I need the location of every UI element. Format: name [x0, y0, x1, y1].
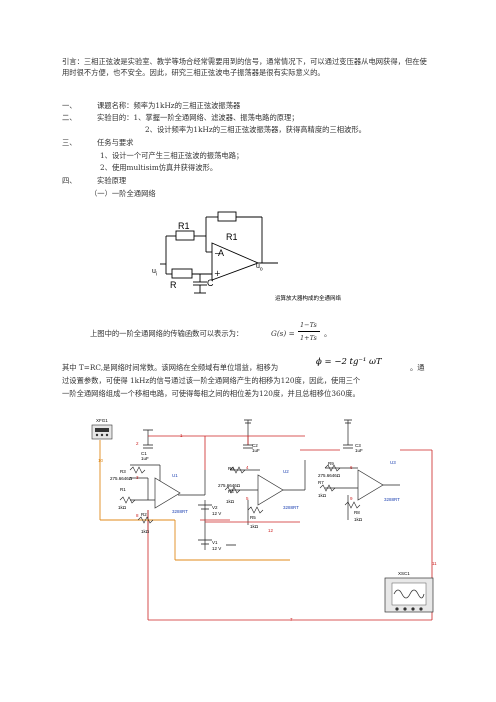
svg-text:−: −: [214, 249, 221, 258]
net-11: 11: [432, 561, 437, 566]
c2-value: 1uF: [252, 448, 260, 453]
label-r1-input: R1: [178, 221, 190, 231]
u3-label: U3: [390, 460, 396, 465]
section-heading-allpass: （一）一阶全通网络: [90, 189, 156, 198]
v1-value: 12 V: [212, 546, 222, 551]
c1-value: 1uF: [141, 456, 149, 461]
r9-label: R9: [328, 461, 334, 466]
r8-value: 1kΩ: [354, 517, 363, 522]
u1-part: 3288RT: [172, 509, 188, 514]
label-amp: A: [218, 248, 225, 258]
u3-part: 3288RT: [384, 497, 400, 502]
item-text-5: 1、设计一个可产生三相正弦波的振荡电路；: [100, 151, 244, 160]
r2-label: R2: [141, 512, 147, 517]
r4-value: 1kΩ: [226, 499, 235, 504]
r4-label: R4: [228, 489, 234, 494]
net-6: 6: [350, 465, 353, 470]
fraction-bar: [298, 331, 320, 332]
net-1: 1: [180, 433, 183, 438]
label-uo: uo: [256, 263, 263, 273]
svg-text:+: +: [214, 269, 221, 278]
net-9: 9: [350, 496, 353, 501]
r3-value: 275.6646Ω: [110, 476, 133, 481]
item-num-4: 三、: [62, 138, 77, 147]
intro-paragraph: 引言：三相正弦波是实验室、教学等场合经常需要用到的信号，通常情况下，可以通过变压…: [62, 57, 427, 77]
phase-line2: 过设置参数，可使得 1kHz的信号通过该一阶全通网络产生的相移为120度，因此，…: [62, 376, 361, 385]
item-text-3: 2、设计频率为1kHz的三相正弦波振荡器，获得高精度的三相波形。: [145, 125, 366, 134]
item-num-1: 一、: [62, 101, 77, 110]
r2-value: 1kΩ: [141, 529, 150, 534]
phase-line1-suffix: 。通: [410, 363, 425, 372]
c1-label: C1: [141, 451, 147, 456]
c3-label: C3: [355, 443, 361, 448]
item-text-4: 任务与要求: [97, 138, 134, 147]
u2-label: U2: [283, 469, 289, 474]
transfer-prefix: 上图中的一阶全通网络的传输函数可以表示为：: [90, 329, 244, 338]
transfer-numerator: 1−Ts: [300, 321, 317, 329]
transfer-denominator: 1+Ts: [300, 334, 317, 342]
label-r1-feedback: R1: [226, 232, 238, 242]
r3-label: R3: [120, 469, 126, 474]
transfer-suffix: 。: [324, 329, 332, 338]
c3-value: 1uF: [355, 448, 363, 453]
r6-value: 275.6646Ω: [218, 483, 241, 488]
transfer-lhs: G(s) =: [271, 329, 295, 338]
net-3: 3: [136, 475, 139, 480]
item-num-7: 四、: [62, 176, 77, 185]
u2-part: 3288RT: [283, 505, 299, 510]
item-num-2: 二、: [62, 113, 77, 122]
phase-line3: 一阶全通网络组成一个移相电路，可使得每相之间的相位差为120度，并且总相移位36…: [62, 389, 360, 398]
v2-label: V2: [212, 505, 218, 510]
item-text-1: 课题名称：频率为1kHz的三相正弦波振荡器: [97, 101, 241, 110]
c2-label: C2: [252, 443, 258, 448]
r1-label: R1: [120, 487, 126, 492]
v2-value: 12 V: [212, 511, 222, 516]
xsc1-label: XSC1: [398, 571, 410, 576]
phase-line1: 其中 T=RC,是网络时间常数。该网络在全频域有单位增益，相移为: [62, 363, 279, 372]
label-c: C: [207, 278, 214, 288]
r8-label: R8: [354, 510, 360, 515]
phase-formula: ϕ = −2 tg⁻¹ ωT: [316, 357, 382, 367]
r5-label: R5: [250, 515, 256, 520]
r7-label: R7: [318, 480, 324, 485]
net-7: 7: [290, 617, 293, 622]
r6-label: R6: [228, 466, 234, 471]
u1-label: U1: [172, 473, 178, 478]
label-r: R: [170, 280, 177, 290]
net-5: 5: [246, 496, 249, 501]
net-10: 10: [98, 458, 104, 463]
net-2: 2: [136, 441, 139, 446]
item-text-2: 实验目的：1、掌握一阶全通网络、滤波器、振荡电路的原理；: [97, 113, 299, 122]
figure-caption: 运算放大器构成的全通网络: [275, 296, 342, 302]
net-12: 12: [268, 528, 274, 533]
net-8: 8: [136, 513, 139, 518]
r5-value: 1kΩ: [250, 524, 259, 529]
r7-value: 1kΩ: [318, 493, 327, 498]
item-text-7: 实验原理: [97, 176, 127, 185]
item-text-6: 2、使用multisim仿真并获得波形。: [100, 163, 218, 172]
net-4: 4: [246, 465, 249, 470]
v1-label: V1: [212, 540, 218, 545]
r9-value: 275.6646Ω: [318, 473, 341, 478]
xfg1-label: XFG1: [96, 418, 108, 423]
label-ui: ui: [152, 268, 158, 278]
r1-value: 1kΩ: [118, 505, 127, 510]
